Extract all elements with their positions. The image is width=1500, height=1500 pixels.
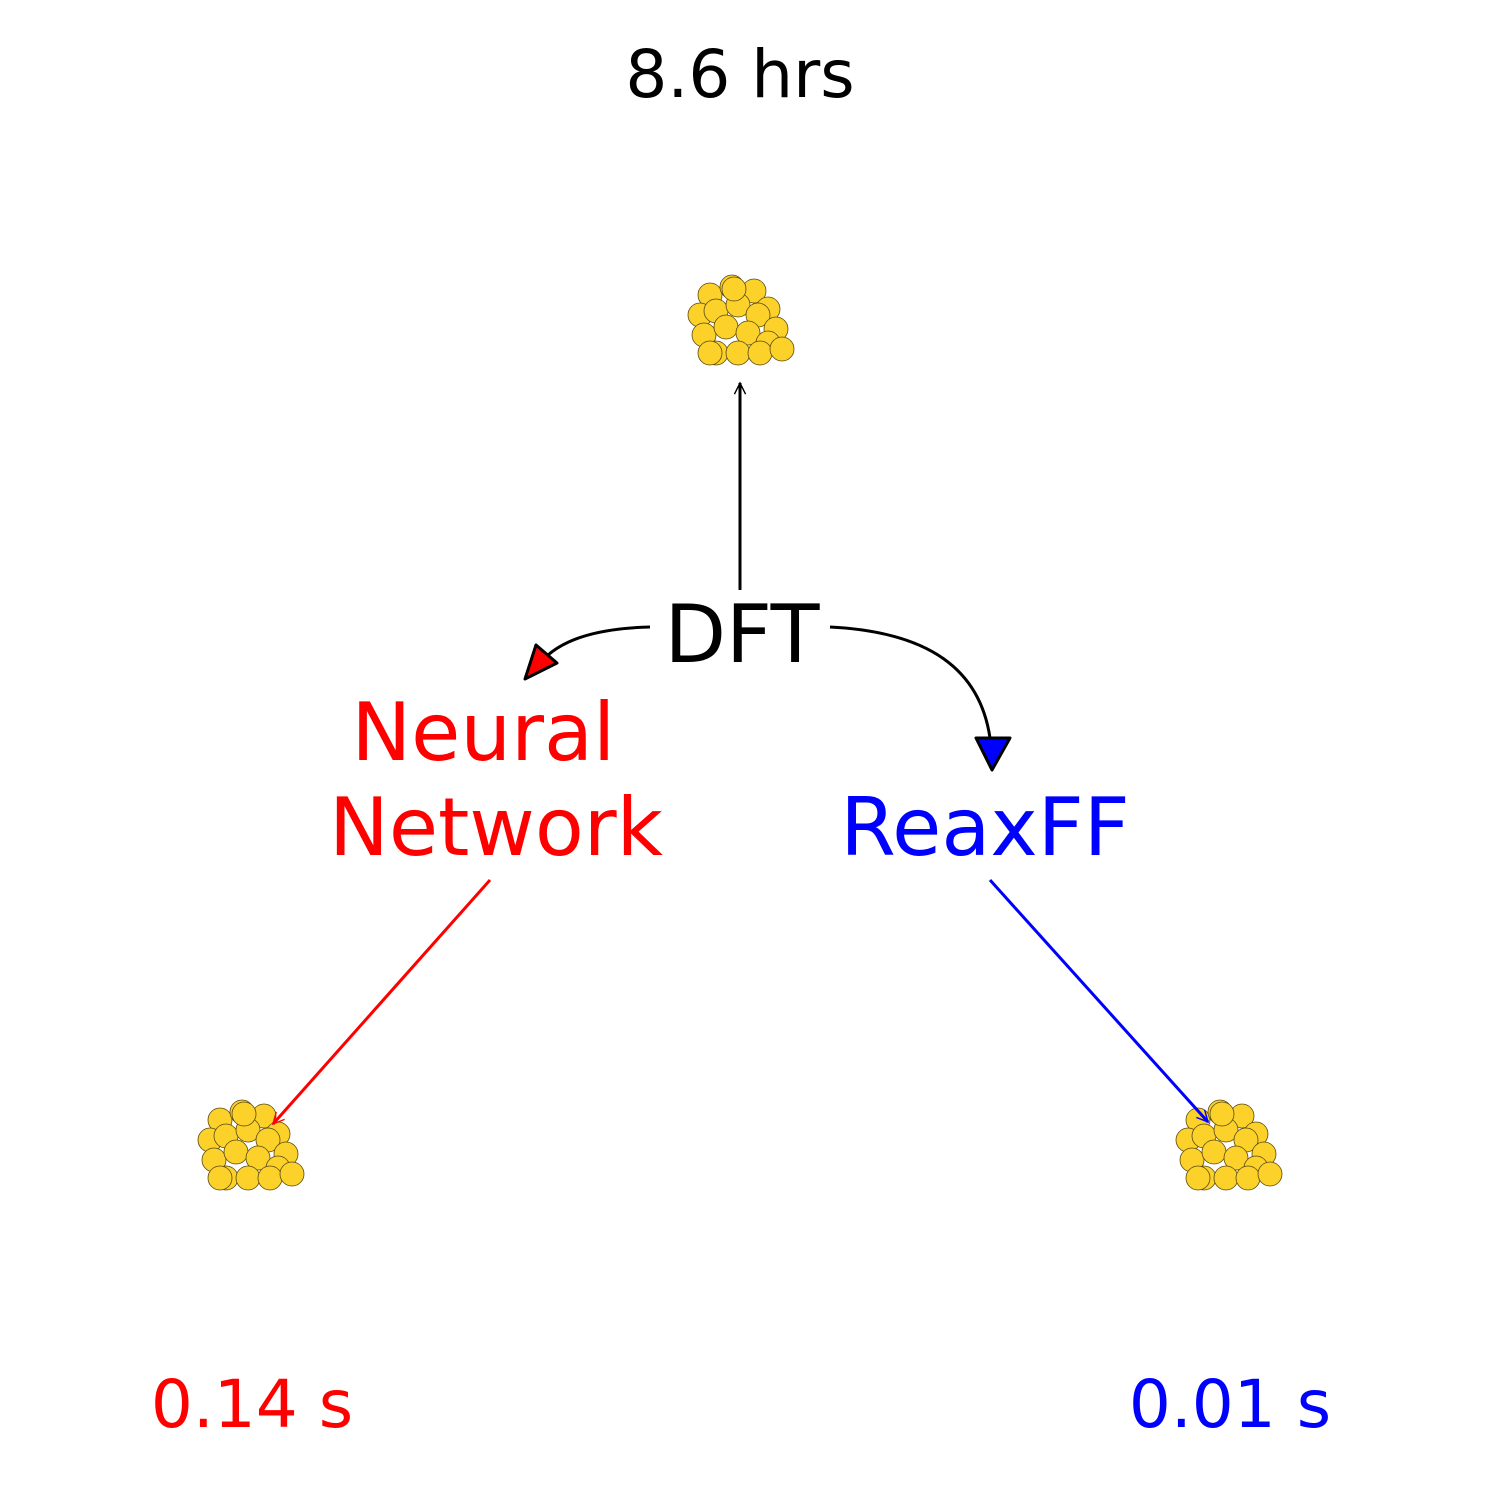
neural-network-label-line-1: Neural (351, 686, 615, 779)
reaxff-arrowhead (974, 736, 1012, 772)
neural-network-cluster-icon (197, 1099, 305, 1191)
reaxff-time-label: 0.01 s (1129, 1366, 1331, 1443)
dft-to-neural-network-arrow (547, 625, 651, 657)
dft-cluster-icon (687, 274, 795, 366)
neural-network-arrowhead (523, 643, 559, 681)
neural-network-to-cluster-arrow (271, 879, 492, 1124)
dft-time-label: 8.6 hrs (625, 36, 854, 113)
dft-to-reaxff-arrow (829, 625, 992, 739)
dft-label: DFT (664, 588, 820, 681)
reaxff-label: ReaxFF (840, 781, 1130, 874)
neural-network-label-line-2: Network (329, 781, 664, 874)
neural-network-label: Neural Network (329, 686, 664, 874)
reaxff-cluster-icon (1175, 1099, 1283, 1191)
reaxff-to-cluster-arrow (988, 878, 1210, 1122)
neural-network-time-label: 0.14 s (151, 1366, 353, 1443)
